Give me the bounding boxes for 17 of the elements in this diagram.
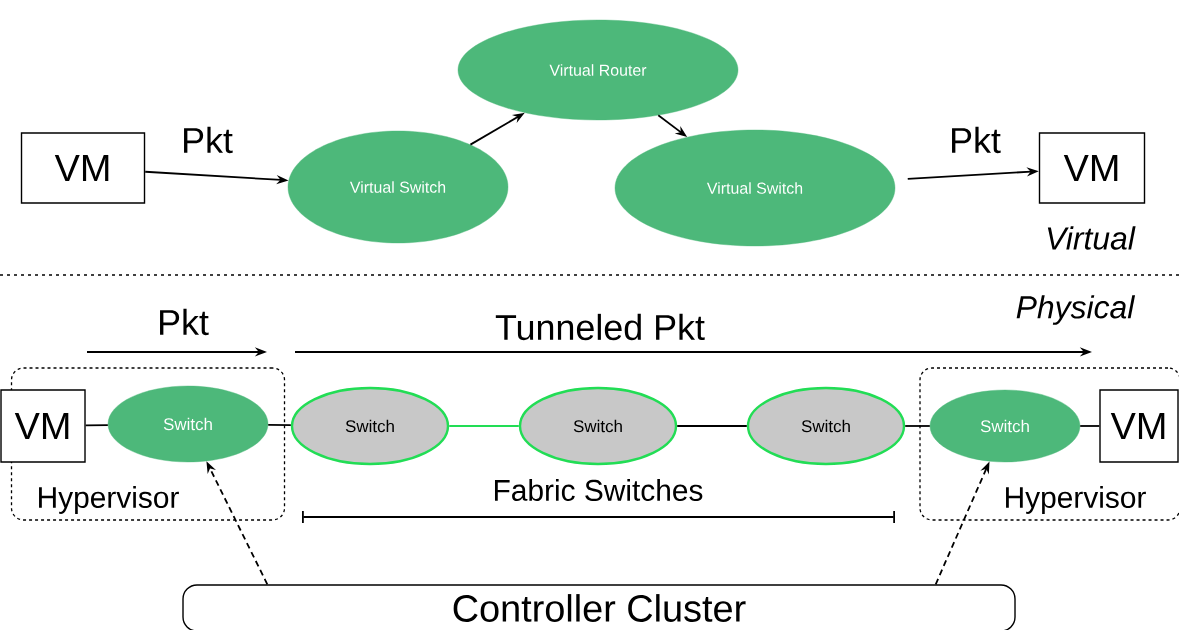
text-label: Tunneled Pkt bbox=[495, 313, 705, 341]
text-label: Pkt bbox=[160, 308, 209, 336]
vm-box: VM bbox=[20, 132, 146, 204]
vm-box: VM bbox=[1038, 132, 1146, 204]
section-label: Physical bbox=[1016, 295, 1136, 325]
edge-label: Pkt bbox=[180, 125, 234, 155]
connector-line bbox=[84, 424, 109, 427]
vm-box: VM bbox=[1099, 389, 1179, 463]
vm-box: VM bbox=[0, 389, 86, 463]
connector-line bbox=[904, 425, 931, 427]
connector-line bbox=[676, 425, 748, 427]
connector-line bbox=[267, 424, 292, 427]
edge-label: Pkt bbox=[948, 125, 1002, 155]
connector-line bbox=[1079, 425, 1101, 427]
controller-box: Controller Cluster bbox=[182, 584, 1016, 630]
connector-line bbox=[448, 425, 520, 427]
text-label: Fabric Switches bbox=[495, 479, 703, 501]
